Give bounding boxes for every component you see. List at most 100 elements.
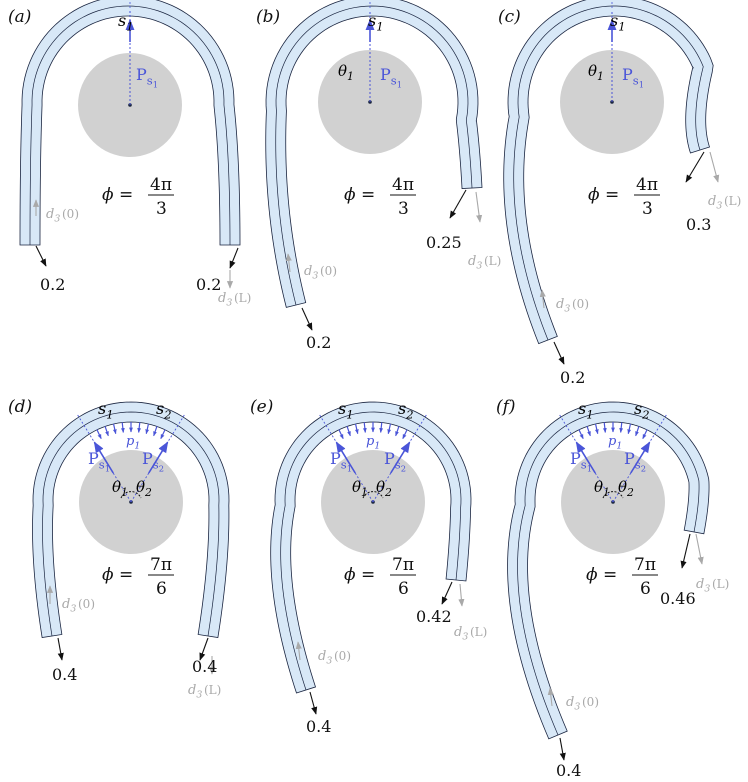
angle-label-theta2: θ2 bbox=[618, 478, 634, 499]
end-force-arrow-left bbox=[559, 737, 566, 761]
pressure-label-p1: p1 bbox=[608, 434, 622, 452]
pressure-arrow bbox=[362, 422, 367, 433]
pressure-label-p1: p1 bbox=[126, 434, 140, 452]
phi-numerator: 4π bbox=[150, 175, 172, 195]
phi-lhs: ϕ = bbox=[586, 565, 617, 585]
arc-label-s2: s2 bbox=[398, 399, 414, 421]
phi-lhs: ϕ = bbox=[344, 185, 375, 205]
panel-label: (c) bbox=[498, 7, 521, 27]
panel-label: (b) bbox=[256, 7, 280, 27]
tangent-arrow-right bbox=[709, 151, 720, 183]
phi-denominator: 3 bbox=[156, 199, 167, 219]
phi-lhs: ϕ = bbox=[102, 565, 133, 585]
pressure-arrow bbox=[602, 422, 607, 433]
rod-centerline bbox=[42, 411, 220, 637]
angle-label-theta2: θ2 bbox=[136, 478, 152, 499]
arc-label-s1: s1 bbox=[578, 399, 594, 421]
pressure-arrow bbox=[145, 423, 150, 435]
pressure-arrow bbox=[387, 423, 392, 435]
force-label-P-s1: Ps1 bbox=[622, 65, 644, 89]
contact-force-arrow-2 bbox=[630, 441, 651, 474]
pressure-arrow bbox=[586, 426, 591, 437]
pressure-arrow bbox=[104, 426, 109, 437]
pressure-arrow bbox=[354, 423, 359, 435]
arc-label-s1: s1 bbox=[98, 399, 114, 421]
angle-label-theta1: θ1 bbox=[112, 478, 128, 499]
phi-denominator: 3 bbox=[398, 199, 409, 219]
tangent-arrow-left bbox=[285, 253, 292, 273]
d3-right-arg: (L) bbox=[234, 291, 251, 305]
rod-band bbox=[507, 401, 710, 740]
force-label-P-s1: Ps1 bbox=[330, 449, 352, 473]
end-force-arrow-left bbox=[553, 341, 565, 365]
pressure-arrow bbox=[346, 426, 351, 437]
force-label-P-s1: Ps1 bbox=[380, 65, 402, 89]
contact-force-arrow-1 bbox=[575, 441, 596, 474]
rod-band bbox=[265, 0, 483, 308]
panel-label: (e) bbox=[250, 397, 273, 417]
d3-left-label: d3 bbox=[304, 264, 318, 282]
rod-centerline bbox=[513, 5, 704, 341]
d3-left-arg: (0) bbox=[582, 695, 599, 709]
pressure-arrow bbox=[627, 423, 632, 435]
left-end-value: 0.4 bbox=[52, 665, 77, 684]
right-end-value: 0.4 bbox=[192, 657, 217, 676]
arc-label-s2: s2 bbox=[156, 399, 172, 421]
end-force-arrow-right bbox=[199, 637, 209, 661]
phi-lhs: ϕ = bbox=[344, 565, 375, 585]
rod-band bbox=[270, 401, 472, 694]
left-end-value: 0.2 bbox=[40, 275, 65, 294]
rod-centerline bbox=[29, 5, 231, 246]
pressure-arrow bbox=[338, 429, 344, 440]
rod-centerline bbox=[280, 411, 462, 691]
end-force-arrow-left bbox=[35, 245, 47, 267]
tangent-arrow-right bbox=[695, 533, 704, 565]
arc-label-s2: s2 bbox=[634, 399, 650, 421]
panel-label: (f) bbox=[496, 397, 516, 417]
rod-band bbox=[32, 401, 230, 638]
pressure-arrow bbox=[112, 423, 117, 435]
tangent-arrow-left bbox=[547, 687, 554, 707]
end-force-arrow-left bbox=[309, 691, 318, 715]
pressure-arrow bbox=[402, 429, 408, 440]
angle-label-theta1: θ1 bbox=[338, 62, 354, 83]
right-end-value: 0.2 bbox=[196, 275, 221, 294]
d3-right-label: d3 bbox=[708, 194, 722, 212]
force-label-P-s2: Ps2 bbox=[624, 449, 646, 473]
pressure-arrow bbox=[594, 423, 599, 435]
phi-lhs: ϕ = bbox=[588, 185, 619, 205]
d3-right-label: d3 bbox=[188, 683, 202, 701]
pressure-arrow bbox=[96, 429, 102, 440]
phi-denominator: 6 bbox=[156, 579, 167, 599]
d3-left-label: d3 bbox=[62, 597, 76, 615]
phi-denominator: 6 bbox=[640, 579, 651, 599]
d3-right-arg: (L) bbox=[470, 625, 487, 639]
panel-label: (a) bbox=[8, 7, 31, 27]
rod-band bbox=[503, 0, 714, 345]
rod-centerline bbox=[275, 5, 473, 306]
phi-numerator: 4π bbox=[392, 175, 414, 195]
angle-arc bbox=[602, 491, 624, 499]
phi-denominator: 3 bbox=[642, 199, 653, 219]
d3-left-arg: (0) bbox=[572, 297, 589, 311]
arc-label-s1: s1 bbox=[118, 11, 134, 33]
force-label-P-s1: Ps1 bbox=[570, 449, 592, 473]
angle-label-theta1: θ1 bbox=[352, 478, 368, 499]
right-end-value: 0.42 bbox=[416, 607, 452, 626]
contact-force-arrow-1 bbox=[335, 441, 356, 474]
arc-label-s1: s1 bbox=[610, 11, 626, 33]
end-force-arrow-right bbox=[449, 189, 467, 219]
pressure-arrow bbox=[160, 429, 166, 440]
angle-label-theta2: θ2 bbox=[376, 478, 392, 499]
left-end-value: 0.2 bbox=[306, 333, 331, 352]
d3-right-label: d3 bbox=[454, 625, 468, 643]
end-force-arrow-right bbox=[441, 581, 453, 605]
pressure-arrow bbox=[379, 422, 384, 433]
